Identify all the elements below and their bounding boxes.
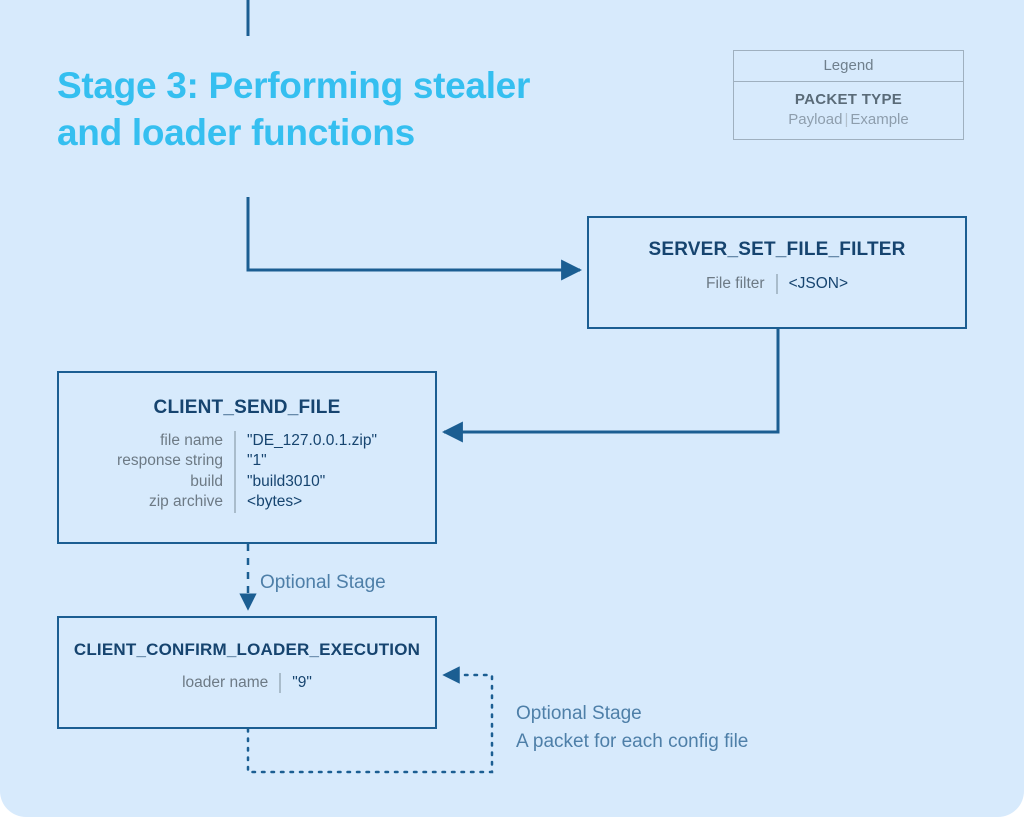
page-title: Stage 3: Performing stealer and loader f… [57, 65, 531, 154]
wire-server-to-client-send-file [441, 329, 780, 443]
payload-table: file name "DE_127.0.0.1.zip" response st… [117, 431, 377, 513]
payload-label: response string [117, 452, 224, 470]
payload-row: File filter <JSON> [705, 274, 849, 295]
payload-label: file name [160, 432, 224, 449]
node-server-set-file-filter[interactable]: SERVER_SET_FILE_FILTER File filter <JSON… [587, 216, 967, 329]
node-client-confirm-loader-execution[interactable]: CLIENT_CONFIRM_LOADER_EXECUTION loader n… [57, 616, 437, 729]
payload-value: <JSON> [775, 274, 849, 295]
payload-row: zip archive <bytes> [117, 492, 377, 513]
payload-row: build "build3010" [117, 471, 377, 493]
legend-header: Legend [734, 51, 963, 82]
legend-box: Legend PACKET TYPE Payload|Example [733, 50, 964, 140]
payload-value: "1" [234, 451, 377, 472]
payload-row: file name "DE_127.0.0.1.zip" [117, 431, 377, 452]
node-title: SERVER_SET_FILE_FILTER [648, 239, 906, 260]
node-title: CLIENT_CONFIRM_LOADER_EXECUTION [73, 640, 421, 659]
payload-label: zip archive [148, 493, 224, 511]
legend-separator: | [844, 111, 849, 128]
node-title: CLIENT_SEND_FILE [153, 397, 341, 418]
edge-label-optional-stage: Optional Stage [260, 572, 386, 593]
legend-packet-type: PACKET TYPE [794, 91, 903, 108]
payload-row: response string "1" [117, 451, 377, 472]
node-client-send-file[interactable]: CLIENT_SEND_FILE file name "DE_127.0.0.1… [57, 371, 437, 544]
payload-value: "build3010" [234, 471, 377, 493]
payload-value: "DE_127.0.0.1.zip" [234, 431, 377, 452]
payload-value: <bytes> [234, 492, 377, 513]
payload-table: File filter <JSON> [705, 274, 849, 295]
legend-payload-example: Payload|Example [734, 111, 963, 128]
payload-value: "9" [279, 673, 312, 694]
legend-example-label: Example [850, 111, 909, 128]
edge-label-optional-stage-config-loop: Optional Stage A packet for each config … [516, 703, 749, 752]
payload-label: loader name [182, 674, 269, 691]
payload-table: loader name "9" [182, 673, 312, 694]
legend-payload-label: Payload [788, 111, 843, 128]
payload-row: loader name "9" [182, 673, 312, 694]
legend-body: PACKET TYPE Payload|Example [734, 82, 963, 139]
payload-label: build [190, 472, 224, 490]
payload-label: File filter [705, 275, 765, 292]
wire-to-server-set-file-filter [246, 197, 583, 281]
